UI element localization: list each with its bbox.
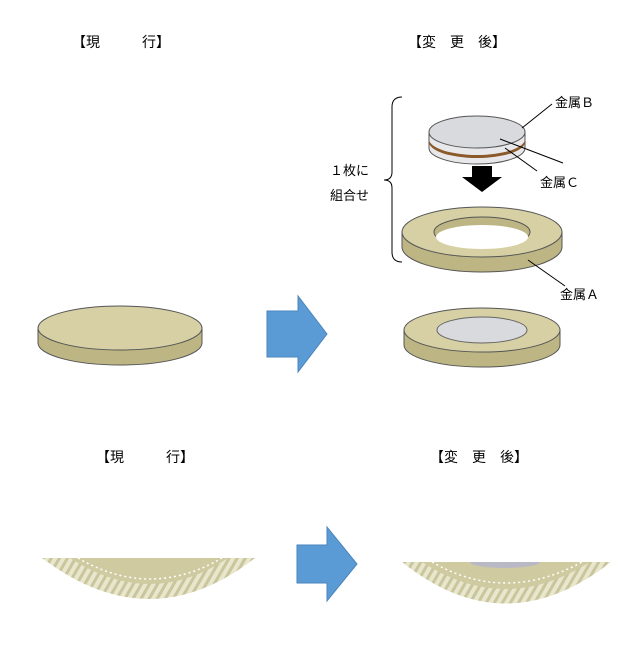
- current-coin-photo: [42, 558, 255, 599]
- right-arrow-icon-bottom: [296, 525, 358, 603]
- combine-label-line2: 組合せ: [330, 189, 370, 204]
- combine-label-line1: １枚に: [330, 164, 370, 179]
- metal-b-disk: [428, 115, 526, 165]
- current-title: 【現 行】: [72, 35, 170, 51]
- brace: [383, 96, 403, 263]
- leader-lines: [499, 103, 566, 287]
- metal-a-ring: [401, 206, 563, 273]
- right-arrow-icon: [266, 294, 328, 374]
- changed-coin-photo: [402, 562, 611, 604]
- current-coin: [37, 305, 203, 366]
- changed-title: 【変 更 後】: [408, 35, 506, 51]
- down-arrow-icon: [462, 166, 502, 192]
- metal-b-label: 金属Ｂ: [555, 96, 595, 111]
- metal-a-label: 金属Ａ: [560, 288, 600, 303]
- bottom-current-title: 【現 行】: [96, 450, 194, 466]
- bottom-changed-title: 【変 更 後】: [430, 450, 528, 466]
- changed-coin: [403, 307, 561, 368]
- metal-c-label: 金属Ｃ: [540, 176, 580, 191]
